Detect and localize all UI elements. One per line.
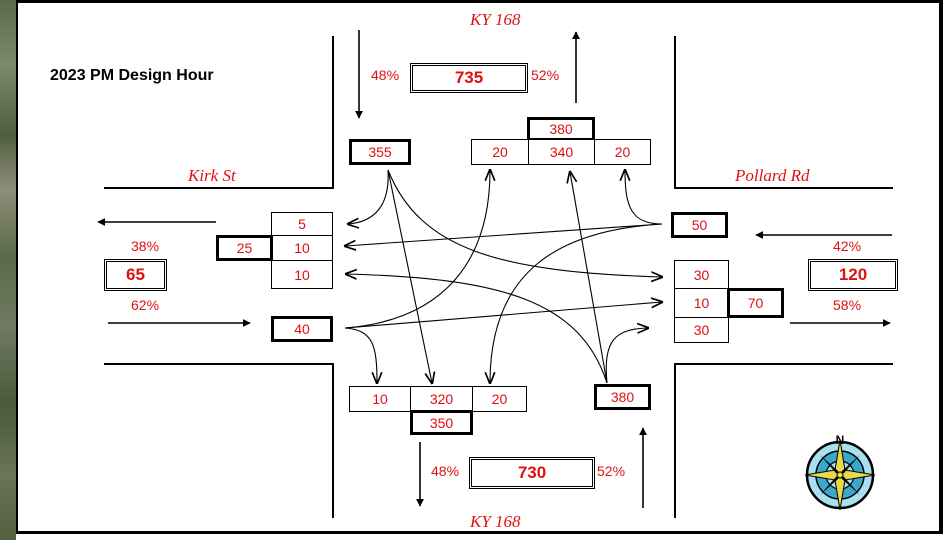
east-right-curve <box>625 170 663 225</box>
road-edge-ne <box>674 36 893 189</box>
west-left-to-north-curve <box>344 170 490 329</box>
north-exit-part-left: 20 <box>471 139 529 165</box>
west-right-to-south-curve <box>344 327 377 383</box>
south-approach-box: 380 <box>594 384 651 410</box>
north-total-box: 735 <box>410 63 528 93</box>
nb-to-west-curve <box>348 169 389 224</box>
west-thru-line <box>344 302 662 329</box>
south-right-to-east-curve <box>605 328 648 384</box>
east-total-box: 120 <box>808 259 898 291</box>
south-left-to-west-curve <box>346 274 608 384</box>
north-approach-box: 355 <box>349 139 411 165</box>
street-label-north: KY 168 <box>470 10 521 29</box>
east-exit-box: 70 <box>727 288 784 318</box>
south-thru-line <box>570 172 608 384</box>
east-thru-line <box>345 223 663 246</box>
road-edge-sw <box>104 363 334 518</box>
east-exit-part-middle: 10 <box>674 288 729 318</box>
north-split-out: 52% <box>531 67 560 83</box>
west-exit-box: 25 <box>216 235 273 261</box>
north-exit-part-right: 20 <box>594 139 651 165</box>
south-total-box: 730 <box>469 457 595 489</box>
south-split-in: 48% <box>431 463 460 479</box>
north-exit-part-center: 340 <box>528 139 595 165</box>
south-exit-box: 350 <box>410 410 473 435</box>
east-left-to-south-curve <box>490 223 663 383</box>
north-split-in: 48% <box>371 67 400 83</box>
west-exit-part-bottom: 10 <box>271 260 333 289</box>
east-approach-box: 50 <box>671 212 728 238</box>
west-split-in: 62% <box>131 297 160 313</box>
south-exit-part-left: 10 <box>349 386 411 412</box>
compass-n-label: N <box>836 433 845 447</box>
west-exit-part-middle: 10 <box>271 235 333 261</box>
north-thru-line <box>387 169 432 383</box>
east-split-in: 42% <box>833 238 862 254</box>
west-exit-part-top: 5 <box>271 212 333 236</box>
west-approach-box: 40 <box>271 316 333 342</box>
outer-arrows <box>97 30 892 508</box>
road-edges <box>104 36 893 518</box>
east-split-out: 58% <box>833 297 862 313</box>
south-exit-part-center: 320 <box>410 386 473 412</box>
road-edge-nw <box>104 36 334 189</box>
west-split-out: 38% <box>131 238 160 254</box>
page-title: 2023 PM Design Hour <box>50 67 214 84</box>
aerial-photo-strip <box>0 0 16 540</box>
street-label-south: KY 168 <box>470 512 521 531</box>
street-label-west: Kirk St <box>188 166 236 185</box>
east-exit-part-bottom: 30 <box>674 317 729 343</box>
west-total-box: 65 <box>104 259 167 291</box>
north-left-to-east-curve <box>387 169 662 277</box>
north-exit-box: 380 <box>527 117 595 141</box>
diagram-frame <box>16 0 943 534</box>
street-label-east: Pollard Rd <box>735 166 810 185</box>
road-edge-se <box>674 363 893 518</box>
south-exit-part-right: 20 <box>472 386 527 412</box>
movement-lines <box>345 170 662 383</box>
east-exit-part-top: 30 <box>674 260 729 289</box>
south-split-out: 52% <box>597 463 626 479</box>
north-arrow-compass-icon <box>804 439 876 511</box>
